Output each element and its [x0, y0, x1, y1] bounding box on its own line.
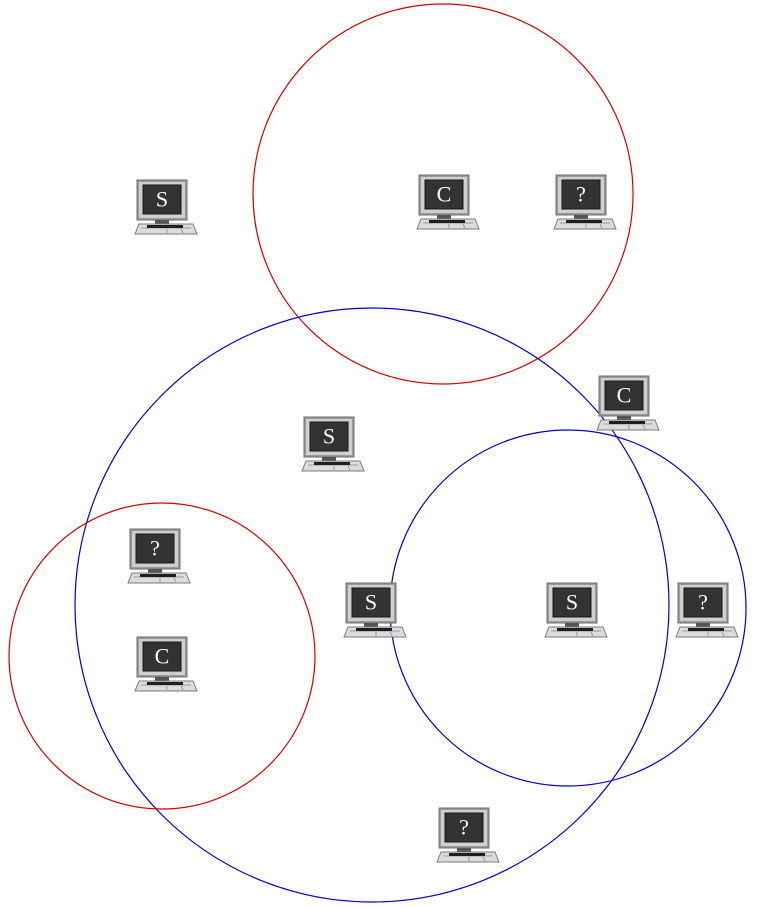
computer-label: ?: [459, 815, 469, 840]
computer-node: C: [134, 636, 198, 692]
computer-node: C: [416, 174, 480, 230]
computer-label: C: [437, 182, 452, 207]
computer-label: ?: [698, 590, 708, 615]
computer-label: S: [365, 590, 377, 615]
computer-label: ?: [150, 536, 160, 561]
large-blue-range-circle: [74, 307, 670, 903]
computer-node: C: [596, 375, 660, 431]
computer-node: S: [343, 582, 407, 638]
computer-node: ?: [436, 807, 500, 863]
computer-node: S: [134, 179, 198, 235]
top-red-range-circle: [252, 3, 634, 385]
computers: S C? C S? C S S??: [127, 174, 739, 863]
computer-node: S: [544, 582, 608, 638]
computer-node: ?: [127, 528, 191, 584]
range-circles: [8, 3, 747, 903]
computer-node: S: [301, 416, 365, 472]
left-red-range-circle: [8, 502, 316, 810]
computer-label: ?: [576, 182, 586, 207]
computer-label: C: [617, 383, 632, 408]
computer-label: S: [323, 424, 335, 449]
computer-label: S: [156, 187, 168, 212]
computer-node: ?: [675, 582, 739, 638]
computer-label: S: [566, 590, 578, 615]
computer-node: ?: [553, 174, 617, 230]
computer-label: C: [155, 644, 170, 669]
